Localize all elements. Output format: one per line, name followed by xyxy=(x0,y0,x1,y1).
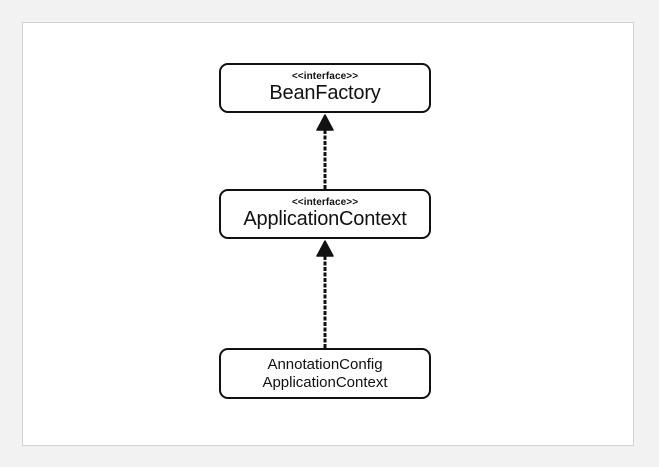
stereotype-label: <<interface>> xyxy=(291,71,359,82)
class-box-beanfactory[interactable]: <<interface>> BeanFactory xyxy=(219,63,431,113)
class-name-line-2: ApplicationContext xyxy=(262,373,388,391)
class-name-line-1: AnnotationConfig xyxy=(267,355,383,373)
class-box-annotationconfigapplicationcontext[interactable]: AnnotationConfig ApplicationContext xyxy=(219,348,431,399)
inheritance-arrowhead xyxy=(316,114,334,131)
edge-appcontext-to-beanfactory xyxy=(316,114,334,189)
class-box-applicationcontext[interactable]: <<interface>> ApplicationContext xyxy=(219,189,431,239)
inheritance-arrowhead xyxy=(316,240,334,257)
class-name: BeanFactory xyxy=(269,82,381,104)
edge-annotation-to-appcontext xyxy=(316,240,334,348)
diagram-canvas: <<interface>> BeanFactory <<interface>> … xyxy=(22,22,634,446)
stereotype-label: <<interface>> xyxy=(291,197,359,208)
class-name: ApplicationContext xyxy=(243,208,407,230)
